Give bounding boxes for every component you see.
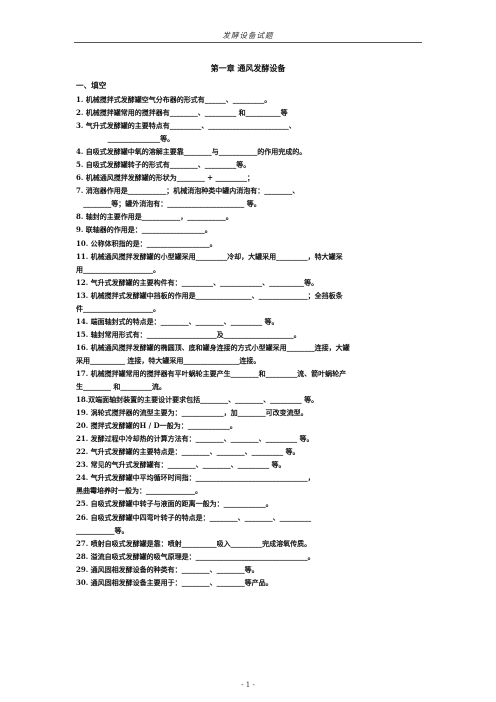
question-line: 17. 机械搅拌罐常用的搅拌器有平叶蜗轮主要产生________和_______… <box>76 368 347 378</box>
question-line: 30. 通风固相发酵设备主要用于：________、________等产品。 <box>76 577 273 587</box>
question-line: 6. 机械通风搅拌发酵罐的形状为________ + _________； <box>76 173 254 183</box>
question-line: 10. 公称体积指的是：__________________。 <box>76 238 217 248</box>
question-line: 件____________________。 <box>76 303 160 313</box>
question-line: 20. 搅拌式发酵罐的H / D一般为：____________。 <box>76 421 237 431</box>
question-line: 7. 消泡器作用是___________；机械消泡种类中罐内消泡有：______… <box>76 186 300 196</box>
question-line: 生________ 和_________流。 <box>76 382 166 392</box>
question-line: 13. 机械搅拌式发酵罐中挡板的作用是________________、____… <box>76 290 343 300</box>
chapter-title: 第一章 通风发酵设备 <box>210 63 286 73</box>
question-line: 采用__________ 连接，特大罐采用________________连接。 <box>76 355 261 365</box>
question-list: 1. 机械搅拌式发酵罐空气分布器的形式有______、_________。 2.… <box>76 95 422 591</box>
question-line: 21. 发酵过程中冷却热的计算方法有：________、________、___… <box>76 434 314 444</box>
question-line: 24. 气升式发酵罐中平均循环时间指：_____________________… <box>76 473 315 483</box>
question-line: 28. 溢流自吸式发酵罐的吸气原理是：_____________________… <box>76 551 315 561</box>
question-line: 5. 自吸式发酵罐转子的形式有________、_________等。 <box>76 160 251 170</box>
question-line: 用____________________。 <box>76 264 160 274</box>
question-line: 9. 联轴器的作用是：__________________。 <box>76 225 212 235</box>
question-line: 18.双端面轴封装置的主要设计要求包括________、________、___… <box>76 395 319 405</box>
question-line: 3. 气升式发酵罐的主要特点有_________、_______________… <box>76 121 296 131</box>
question-line: 黑曲霉培养时一般为：______________。 <box>76 486 202 496</box>
question-line: 22. 气升式发酵罐的主要特点是：________、________、_____… <box>76 447 300 457</box>
question-line: 15. 轴封常用形式有：____________________及_______… <box>76 329 301 339</box>
question-line: 26. 自吸式发酵罐中四弯叶转子的特点是：________、________、_… <box>76 512 312 522</box>
question-line: 19. 涡轮式搅拌器的流型主要为：____________，加________可… <box>76 408 308 418</box>
question-line: 1. 机械搅拌式发酵罐空气分布器的形式有______、_________。 <box>76 95 272 104</box>
page-number: - 1 - <box>241 681 255 689</box>
question-line: 23. 常见的气升式发酵罐有：________、________、_______… <box>76 460 286 470</box>
question-line: 29. 通风固相发酵设备的种类有：________、________等。 <box>76 564 259 574</box>
question-line: 14. 端面轴封式的特点是：________、________、________… <box>76 316 279 326</box>
question-line: 4. 自吸式发酵罐中氧的溶解主要靠________与___________的作用… <box>76 147 307 157</box>
question-line: 8. 轴封的主要作用是___________，___________。 <box>76 212 233 222</box>
question-line: 16. 机械通风搅拌发酵罐的椭圆顶、底和罐身连接的方式小型罐采用________… <box>76 342 350 352</box>
section-heading: 一、填空 <box>76 81 107 90</box>
question-line: 11. 机械通风搅拌发酵罐的小型罐采用_________冷却，大罐采用_____… <box>76 251 343 261</box>
question-line: 25. 自吸式发酵罐中转子与液面的距离一般为：____________。 <box>76 499 273 509</box>
page-header: 发酵设备试题 <box>222 31 274 40</box>
header-divider <box>74 42 422 43</box>
question-line: 12. 气升式发酵罐的主要构件有：_________、____________、… <box>76 277 319 287</box>
question-line: _______________等。 <box>76 134 175 144</box>
question-line: 2. 机械搅拌罐常用的搅拌器有________、_________ 和_____… <box>76 108 288 118</box>
question-line: ___________等。 <box>76 525 129 535</box>
question-line: ________等；罐外消泡有：______________________ 等… <box>76 199 261 209</box>
question-line: 27. 喷射自吸式发酵罐是靠：喷射__________吸入_________完成… <box>76 538 312 548</box>
